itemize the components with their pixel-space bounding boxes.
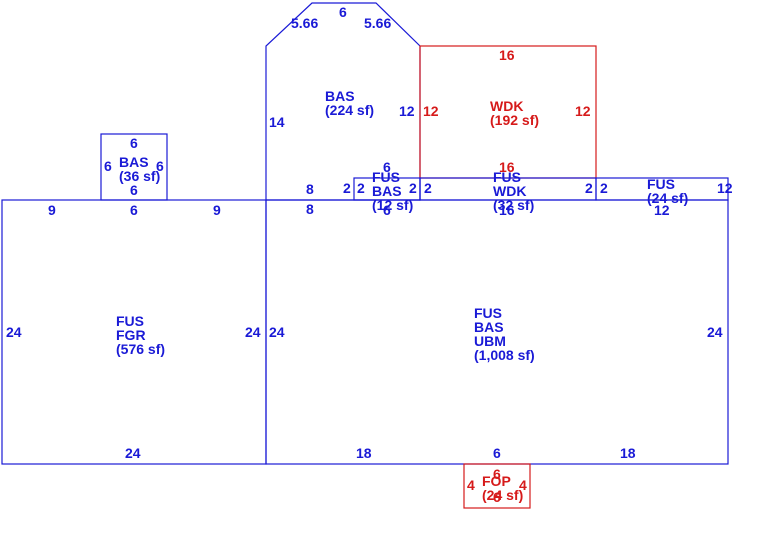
dim-strip2-2a: 2	[409, 180, 417, 196]
dim-bas-small-left: 6	[104, 158, 112, 174]
dim-wdk-left: 12	[423, 103, 439, 119]
dim-main-top-12: 12	[654, 202, 670, 218]
dim-strip1-bottom: 6	[383, 202, 391, 218]
dim-fgr-top-left: 9	[48, 202, 56, 218]
dim-bas-top-top: 6	[339, 4, 347, 20]
dim-bas-top-right: 12	[399, 103, 415, 119]
dim-main-bottom-right: 18	[620, 445, 636, 461]
dim-strip2-top: 16	[499, 159, 515, 175]
dim-fgr-right: 24	[245, 324, 261, 340]
dim-main-left: 24	[269, 324, 285, 340]
dim-main-top-8b: 8	[306, 201, 314, 217]
dim-main-top-8a: 8	[306, 181, 314, 197]
fus-right-strip-outline	[595, 177, 729, 201]
dim-fgr-top-right: 9	[213, 202, 221, 218]
dim-main-bottom-mid: 6	[493, 445, 501, 461]
dim-wdk-right: 12	[575, 103, 591, 119]
dim-fgr-left: 24	[6, 324, 22, 340]
fus-right-strip-label: FUS (24 sf)	[647, 176, 688, 206]
fop-label: FOP (24 sf)	[482, 473, 523, 503]
fus-wdk-strip-label: FUS WDK (32 sf)	[493, 169, 534, 213]
dim-strip2-bottom: 16	[499, 202, 515, 218]
dim-fgr-top-mid: 6	[130, 202, 138, 218]
dim-wdk-top: 16	[499, 47, 515, 63]
wdk-label: WDK (192 sf)	[490, 98, 539, 128]
dim-strip3-2b: 2	[600, 180, 608, 196]
dim-bas-top-diag-right: 5.66	[364, 15, 391, 31]
dim-main-bottom-left: 18	[356, 445, 372, 461]
dim-fop-top: 6	[493, 466, 501, 482]
dim-fop-left: 4	[467, 477, 475, 493]
dim-fop-bottom: 6	[493, 489, 501, 505]
bas-small-outline	[100, 133, 168, 201]
dim-bas-small-bottom: 6	[130, 182, 138, 198]
fus-bas-strip-label: FUS BAS (12 sf)	[372, 169, 413, 213]
main-area-label: FUS BAS UBM (1,008 sf)	[474, 305, 535, 363]
bas-small-label: BAS (36 sf)	[119, 154, 160, 184]
dim-strip1-2b: 2	[357, 180, 365, 196]
fgr-label: FUS FGR (576 sf)	[116, 313, 165, 357]
dim-main-right: 24	[707, 324, 723, 340]
dim-strip3-top: 12	[717, 180, 733, 196]
dim-strip3-2a: 2	[585, 180, 593, 196]
fop-outline	[463, 463, 531, 509]
dim-fop-right: 4	[519, 477, 527, 493]
dim-bas-top-left: 14	[269, 114, 285, 130]
dim-bas-small-top: 6	[130, 135, 138, 151]
dim-bas-top-diag-left: 5.66	[291, 15, 318, 31]
dim-strip2-2b: 2	[424, 180, 432, 196]
dim-strip1-top: 6	[383, 159, 391, 175]
bas-top-label: BAS (224 sf)	[325, 88, 374, 118]
dim-bas-small-right: 6	[156, 158, 164, 174]
dim-fgr-bottom: 24	[125, 445, 141, 461]
dim-strip1-2a: 2	[343, 180, 351, 196]
